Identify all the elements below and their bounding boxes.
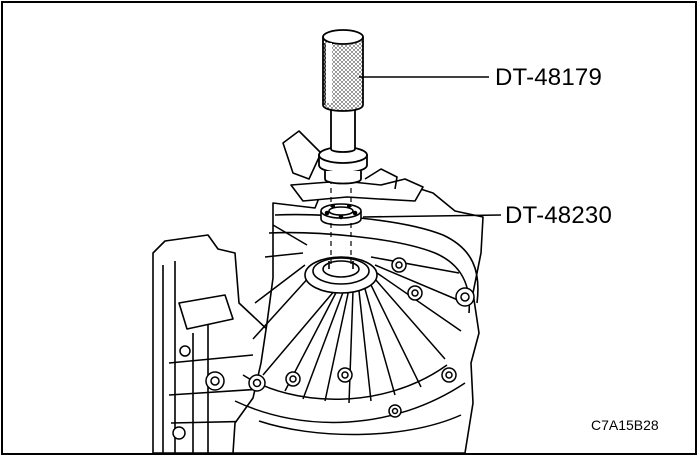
leader-dt-48230 (362, 214, 502, 218)
callout-label-dt-48179: DT-48179 (495, 64, 602, 91)
callout-label-dt-48230: DT-48230 (505, 202, 612, 229)
seal-ring (320, 203, 362, 226)
housing-bolts (172, 257, 475, 440)
figure-code: C7A15B28 (591, 417, 659, 433)
transaxle-housing (152, 130, 484, 453)
transaxle-seal-install-drawing (152, 29, 502, 453)
installer-tool (318, 29, 368, 185)
callout-leaders (359, 76, 502, 218)
housing-seal-bore (304, 256, 378, 294)
